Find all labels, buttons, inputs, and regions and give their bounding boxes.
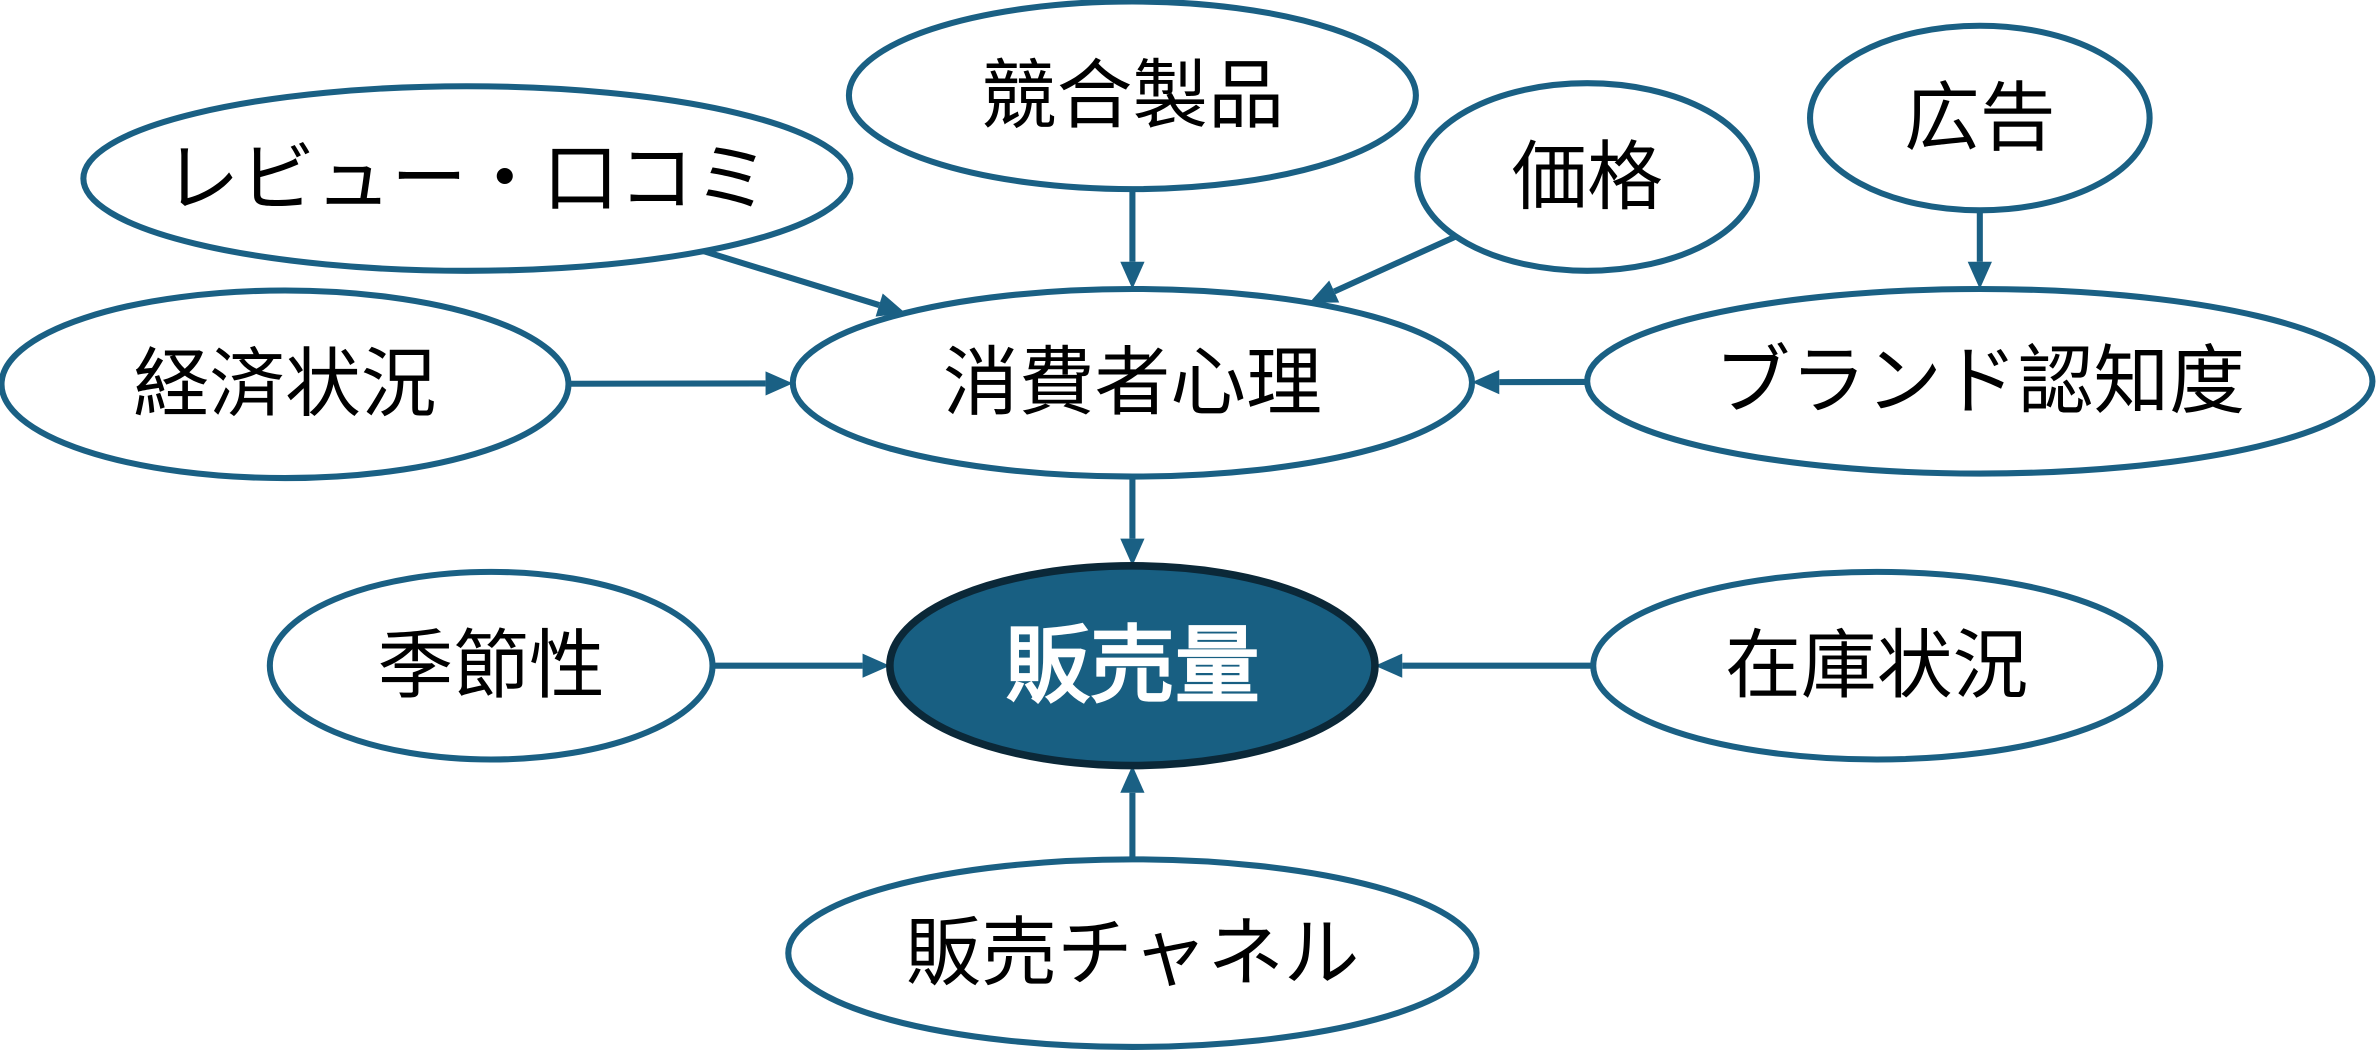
edge-line: [702, 248, 881, 308]
edge-economy-to-consumer-psychology: [568, 371, 793, 396]
node-reviews: レビュー・口コミ: [80, 83, 854, 274]
node-seasonality: 季節性: [266, 568, 716, 763]
node-inventory: 在庫状況: [1590, 568, 2164, 763]
node-ellipse: [789, 285, 1476, 480]
node-price: 価格: [1414, 80, 1761, 274]
arrowhead-icon: [1120, 538, 1145, 566]
arrowhead-icon: [1309, 280, 1340, 303]
edge-advertising-to-brand-awareness: [1967, 210, 1992, 289]
arrowhead-icon: [765, 371, 793, 396]
edge-competitors-to-consumer-psychology: [1120, 189, 1145, 289]
edge-brand-awareness-to-consumer-psychology: [1471, 370, 1588, 395]
arrowhead-icon: [875, 293, 906, 317]
node-ellipse: [886, 562, 1379, 770]
edge-line: [1332, 233, 1458, 295]
node-label: 在庫状況: [1725, 622, 2028, 710]
arrowhead-icon: [862, 653, 890, 678]
node-label: ブランド認知度: [1715, 337, 2246, 425]
node-ellipse: [1807, 22, 2153, 214]
edge-price-to-consumer-psychology: [1309, 233, 1458, 303]
arrowhead-icon: [1967, 261, 1992, 289]
node-label: レビュー・口コミ: [164, 135, 770, 223]
node-label: 経済状況: [133, 340, 436, 428]
node-brand-awareness: ブランド認知度: [1584, 285, 2376, 477]
node-sales-volume: 販売量: [886, 562, 1379, 770]
node-label: 季節性: [377, 622, 604, 710]
node-ellipse: [266, 568, 716, 763]
edge-reviews-to-consumer-psychology: [702, 248, 906, 317]
node-advertising: 広告: [1807, 22, 2153, 214]
node-ellipse: [0, 287, 572, 482]
edge-consumer-psychology-to-sales-volume: [1120, 476, 1145, 566]
node-label: 消費者心理: [943, 339, 1322, 427]
node-label: 広告: [1904, 74, 2056, 162]
node-ellipse: [1584, 285, 2376, 477]
arrowhead-icon: [1374, 653, 1403, 678]
edge-sales-channel-to-sales-volume: [1120, 765, 1145, 860]
edge-inventory-to-sales-volume: [1374, 653, 1594, 678]
node-label: 販売チャネル: [905, 909, 1359, 997]
node-competitors: 競合製品: [845, 0, 1419, 193]
edges-layer: [568, 189, 1992, 860]
node-ellipse: [845, 0, 1419, 193]
node-label: 競合製品: [981, 51, 1284, 139]
arrowhead-icon: [1120, 765, 1145, 793]
node-ellipse: [1590, 568, 2164, 763]
node-label: 販売量: [1005, 616, 1260, 715]
node-ellipse: [785, 856, 1480, 1050]
arrowhead-icon: [1471, 370, 1500, 395]
node-label: 価格: [1511, 133, 1663, 221]
node-ellipse: [80, 83, 854, 274]
edge-seasonality-to-sales-volume: [712, 653, 890, 678]
node-ellipse: [1414, 80, 1761, 274]
node-consumer-psychology: 消費者心理: [789, 285, 1476, 480]
node-economy: 経済状況: [0, 287, 572, 482]
node-sales-channel: 販売チャネル: [785, 856, 1480, 1050]
arrowhead-icon: [1120, 261, 1145, 289]
